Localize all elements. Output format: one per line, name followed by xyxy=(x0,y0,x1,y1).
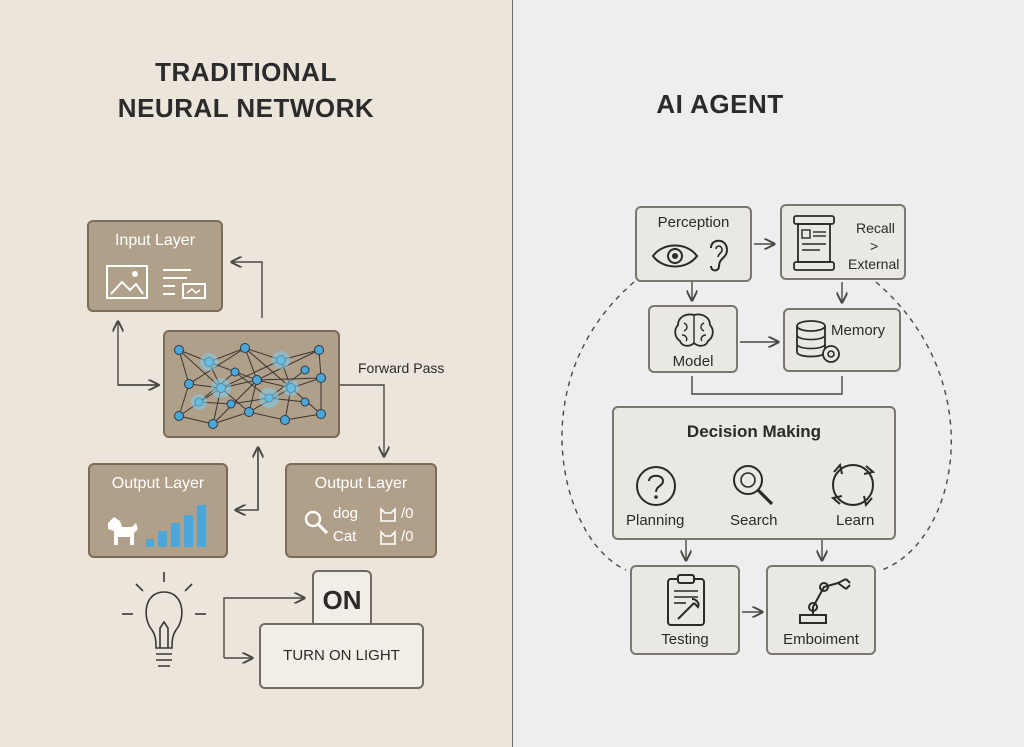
left-title-line2: NEURAL NETWORK xyxy=(117,93,375,123)
output-layer-label-2: Output Layer xyxy=(314,475,408,492)
memory-label: Memory xyxy=(831,322,886,339)
output-layer-label-1: Output Layer xyxy=(111,475,205,492)
hidden-network-box xyxy=(163,330,340,438)
dog-icon xyxy=(108,517,138,545)
recall-box: Recall > External xyxy=(780,204,906,280)
question-icon xyxy=(636,466,676,506)
dashed-loop-left xyxy=(561,281,635,571)
ear-icon xyxy=(710,239,729,272)
scroll-icon xyxy=(793,215,835,271)
search-icon xyxy=(304,510,329,535)
model-box: Model xyxy=(648,305,738,373)
input-layer-box: Input Layer xyxy=(87,220,223,312)
search-label: Search xyxy=(730,512,778,529)
output-layer-box-1: Output Layer xyxy=(88,463,228,558)
panel-divider xyxy=(512,0,513,747)
database-gear-icon xyxy=(796,320,840,363)
document-icon xyxy=(163,269,206,299)
cat-icon-2 xyxy=(380,530,396,545)
lightbulb-icon xyxy=(122,572,206,667)
cat-icon xyxy=(380,507,396,522)
on-box: ON xyxy=(312,570,372,630)
arrow-forward-pass xyxy=(340,384,384,456)
robot-arm-icon xyxy=(799,578,851,624)
bar-3 xyxy=(171,523,180,547)
model-label: Model xyxy=(672,353,714,370)
bar-chart-icon xyxy=(146,505,206,547)
turn-on-light-box: TURN ON LIGHT xyxy=(259,623,424,689)
neural-network-graph xyxy=(174,343,326,429)
arrow-network-to-input xyxy=(232,262,263,318)
perception-label: Perception xyxy=(657,214,730,231)
bar-5 xyxy=(197,505,206,547)
forward-pass-label: Forward Pass xyxy=(358,360,445,376)
dashed-loop-right xyxy=(875,281,952,571)
perception-box: Perception xyxy=(635,206,752,282)
arrow-to-on xyxy=(223,598,304,658)
external-label: External xyxy=(848,256,900,272)
connector-memory-model xyxy=(691,376,843,395)
testing-box: Testing xyxy=(630,565,740,655)
embodiment-label: Emboiment xyxy=(783,631,859,648)
embodiment-box: Emboiment xyxy=(766,565,876,655)
recall-arrow: > xyxy=(870,238,879,254)
clipboard-icon xyxy=(667,574,705,626)
score-dog: /0 xyxy=(401,505,414,522)
input-layer-label: Input Layer xyxy=(114,232,196,249)
testing-label: Testing xyxy=(661,631,709,648)
left-title-line1: TRADITIONAL xyxy=(155,57,337,87)
magnifier-icon xyxy=(733,465,774,506)
right-title: AI AGENT xyxy=(656,89,784,119)
decision-making-box: Decision Making Planning Search Learn xyxy=(612,406,896,540)
decision-making-label: Decision Making xyxy=(686,422,822,441)
class-cat-label: Cat xyxy=(333,528,357,545)
learn-label: Learn xyxy=(836,512,875,529)
arrow-network-to-output xyxy=(236,448,259,510)
bar-2 xyxy=(158,531,167,547)
bar-1 xyxy=(146,539,154,547)
cycle-icon xyxy=(830,462,876,508)
eye-icon xyxy=(651,244,699,268)
memory-box: Memory xyxy=(783,308,901,372)
brain-icon xyxy=(674,313,714,347)
recall-label: Recall xyxy=(856,220,895,236)
score-cat: /0 xyxy=(401,528,414,545)
image-icon xyxy=(106,265,148,299)
output-layer-box-2: Output Layer dog Cat /0 /0 xyxy=(285,463,437,558)
bar-4 xyxy=(184,515,193,547)
planning-label: Planning xyxy=(626,512,685,529)
arrow-network-loop-up xyxy=(118,322,160,386)
class-dog-label: dog xyxy=(333,505,359,522)
